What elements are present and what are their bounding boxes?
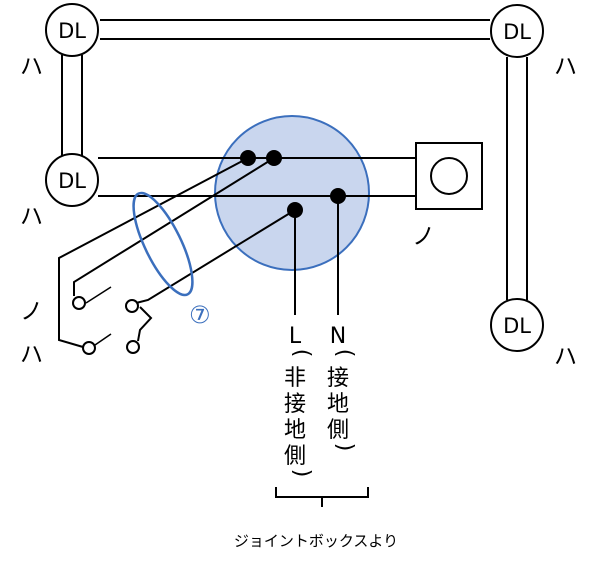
cable-marker-ellipse — [132, 191, 194, 297]
junction-dot — [330, 188, 346, 204]
n-side-char: ( — [332, 349, 357, 358]
n-side-char: 地 — [327, 392, 349, 417]
cable-number: ⑦ — [189, 301, 211, 329]
label-l: L — [289, 324, 302, 349]
junction-dot — [287, 202, 303, 218]
l-side-char: 側 — [284, 444, 306, 469]
l-side-char: 接 — [284, 392, 306, 417]
mark-no-outlet: ノ — [412, 224, 435, 250]
n-side-char: 側 — [327, 418, 349, 443]
label-n: N — [330, 324, 346, 349]
lamp-top-left: DL — [45, 3, 99, 57]
caption-from-joint-box: ジョイントボックスより — [234, 532, 398, 550]
mark-ha-switch: ハ — [20, 342, 43, 368]
mark-no-switch: ノ — [20, 299, 43, 325]
outlet-socket — [430, 157, 468, 195]
junction-dot — [266, 150, 282, 166]
lamp-mid-left: DL — [45, 153, 99, 207]
lamp-bottom-right: DL — [490, 298, 544, 352]
switch-lever — [94, 333, 112, 346]
switch-terminal — [72, 296, 86, 310]
mark-ha-top-left: ハ — [20, 54, 43, 80]
mark-ha-mid-left: ハ — [20, 204, 43, 230]
lamp-top-right: DL — [490, 4, 544, 58]
wire-switch-a — [58, 157, 249, 348]
switch-terminal — [82, 341, 96, 355]
switch-terminal — [125, 299, 139, 313]
lamp-label: DL — [503, 314, 531, 338]
lamp-label: DL — [58, 169, 86, 193]
brace — [275, 487, 369, 507]
junction-dot — [240, 150, 256, 166]
joint-box — [214, 115, 370, 271]
mark-ha-top-right: ハ — [554, 54, 577, 80]
l-side-char: ) — [289, 469, 314, 478]
lamp-label: DL — [503, 20, 531, 44]
wire-switch-c — [135, 209, 296, 304]
wire-switch-b — [73, 157, 275, 296]
mark-ha-bottom-right: ハ — [554, 344, 577, 370]
switch-terminal — [126, 340, 140, 354]
switch-lever — [85, 286, 112, 304]
l-side-char: 非 — [284, 366, 306, 391]
n-side-char: ) — [332, 443, 357, 452]
l-side-char: 地 — [284, 418, 306, 443]
l-side-char: ( — [289, 349, 314, 358]
n-side-char: 接 — [327, 366, 349, 391]
switch-bridge — [137, 306, 153, 342]
lamp-label: DL — [58, 19, 86, 43]
